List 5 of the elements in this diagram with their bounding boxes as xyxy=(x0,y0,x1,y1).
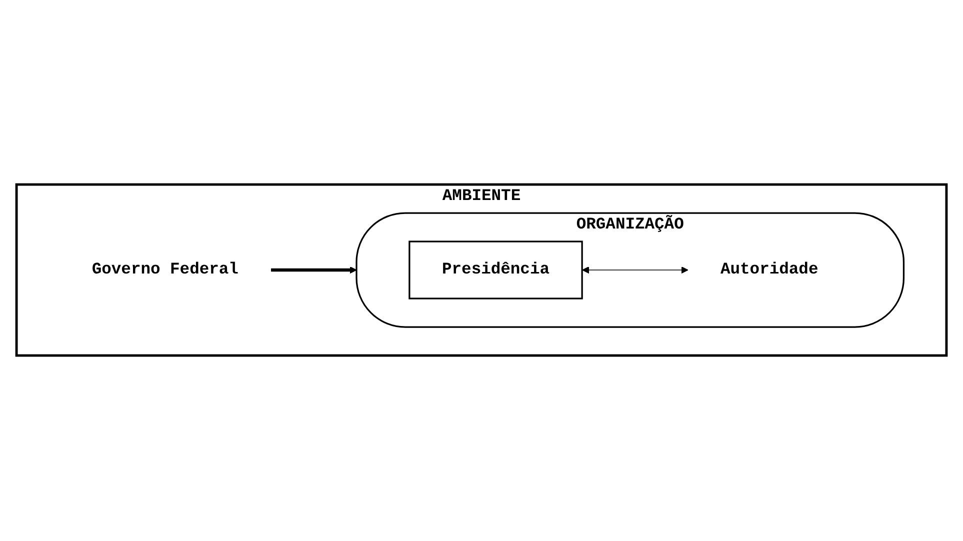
node-box: Presidência xyxy=(408,241,583,300)
arrow xyxy=(582,266,688,274)
node-text: Governo Federal xyxy=(92,260,238,280)
arrow xyxy=(271,266,357,274)
node-text: Autoridade xyxy=(720,260,818,280)
